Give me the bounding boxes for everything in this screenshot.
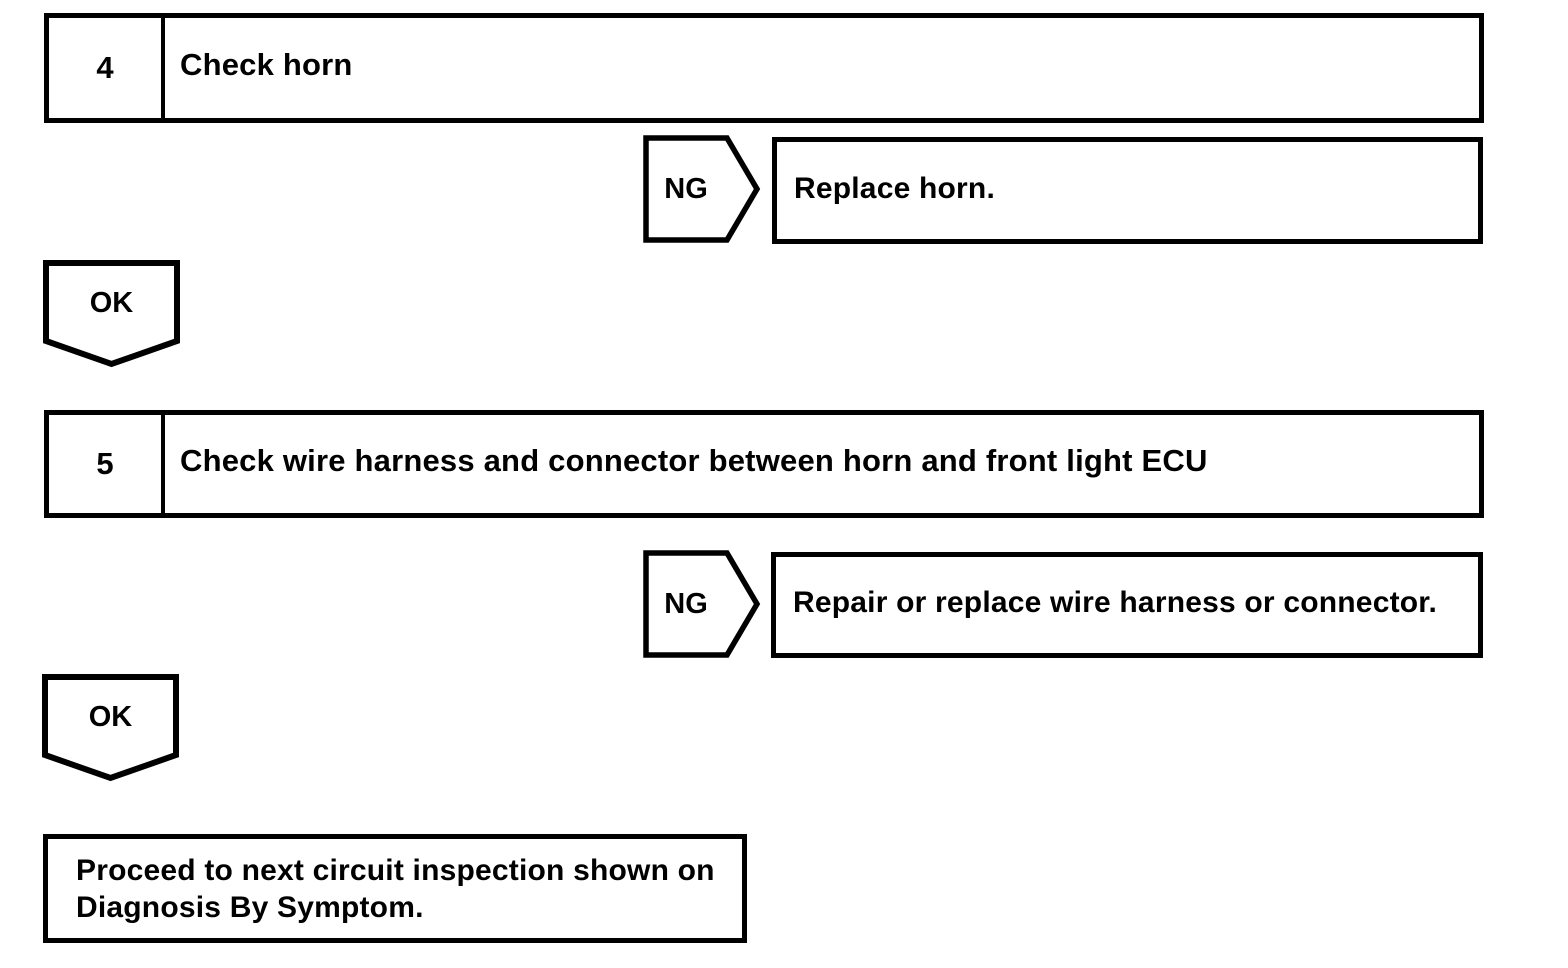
ng-arrow-pentagon-icon: [643, 135, 761, 243]
ok-arrow-pentagon-icon: [43, 260, 180, 368]
ng-label: NG: [664, 587, 708, 620]
ok-arrow-pentagon-icon: [42, 674, 179, 782]
step-5-number-cell: 5: [49, 415, 165, 513]
ng-arrow-pentagon-icon: [643, 550, 761, 658]
ng-result-text: Replace horn.: [794, 171, 995, 205]
ng-label: NG: [664, 172, 708, 205]
step-4-box: 4 Check horn: [44, 13, 1484, 123]
ng-result-text: Repair or replace wire harness or connec…: [793, 586, 1438, 619]
step-5-ng-badge: NG: [643, 550, 761, 658]
step-4-ng-badge: NG: [643, 135, 761, 243]
step-4-number-cell: 4: [49, 18, 165, 118]
step-5-title: Check wire harness and connector between…: [180, 443, 1208, 478]
step-4-ok-badge: OK: [43, 260, 180, 368]
final-instruction-box: Proceed to next circuit inspection shown…: [43, 834, 747, 943]
ok-label: OK: [88, 700, 133, 733]
step-4-title: Check horn: [180, 47, 353, 82]
ok-label: OK: [89, 286, 134, 319]
step-5-ok-badge: OK: [42, 674, 179, 782]
step-4-ng-result-box: Replace horn.: [772, 137, 1483, 244]
step-5-ng-result-box: Repair or replace wire harness or connec…: [771, 552, 1483, 658]
final-instruction-line-2: Diagnosis By Symptom.: [76, 891, 424, 924]
final-instruction-line-1: Proceed to next circuit inspection shown…: [76, 854, 715, 887]
step-5-box: 5 Check wire harness and connector betwe…: [44, 410, 1484, 518]
